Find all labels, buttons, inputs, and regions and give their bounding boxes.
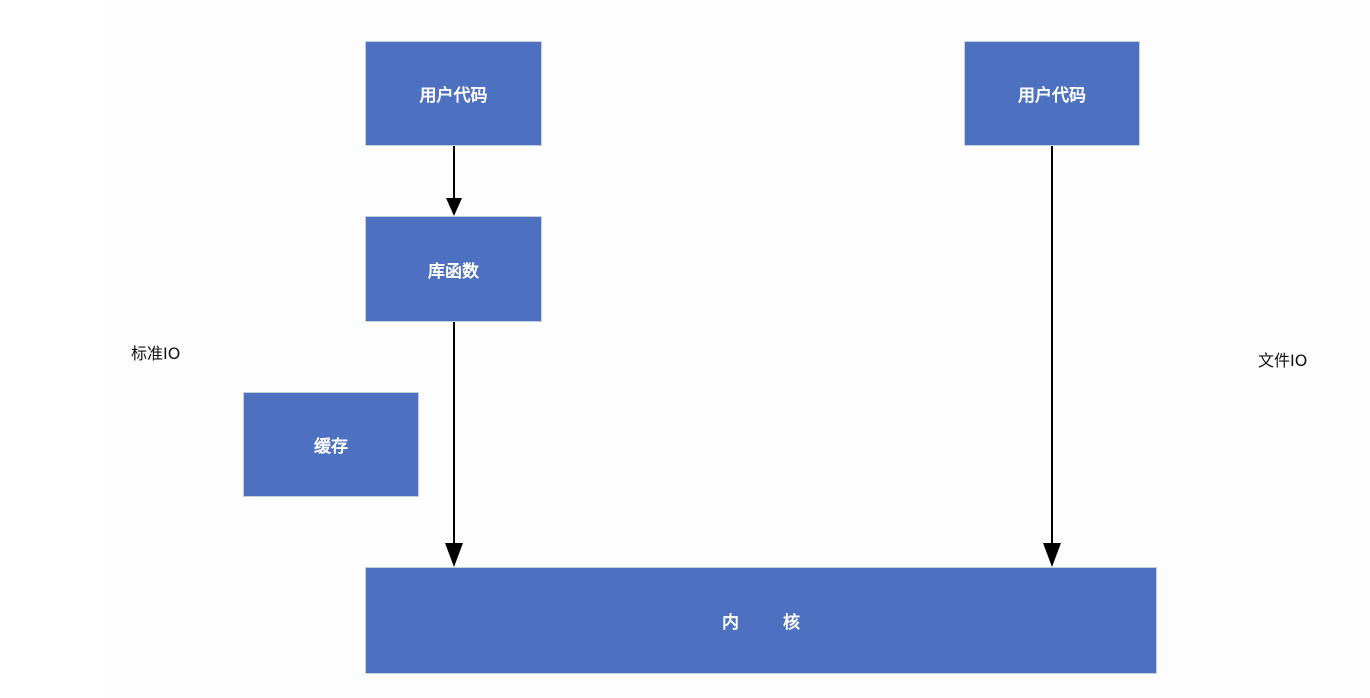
user-code-label-left: 用户代码 (419, 86, 488, 106)
kernel-label-part1: 内 (722, 613, 739, 633)
cache-label: 缓存 (314, 437, 348, 457)
cache-box: 缓存 (243, 392, 419, 497)
library-functions-label: 库函数 (428, 261, 479, 282)
user-code-label-right: 用户代码 (1018, 86, 1086, 106)
user-code-box-right: 用户代码 (964, 41, 1140, 146)
kernel-box: 内 核 (365, 567, 1157, 674)
file-io-label: 文件IO (1258, 351, 1308, 370)
kernel-label-part2: 核 (783, 613, 800, 633)
library-functions-box: 库函数 (365, 216, 542, 322)
user-code-box-left: 用户代码 (365, 41, 542, 146)
standard-io-label: 标准IO (131, 344, 181, 363)
